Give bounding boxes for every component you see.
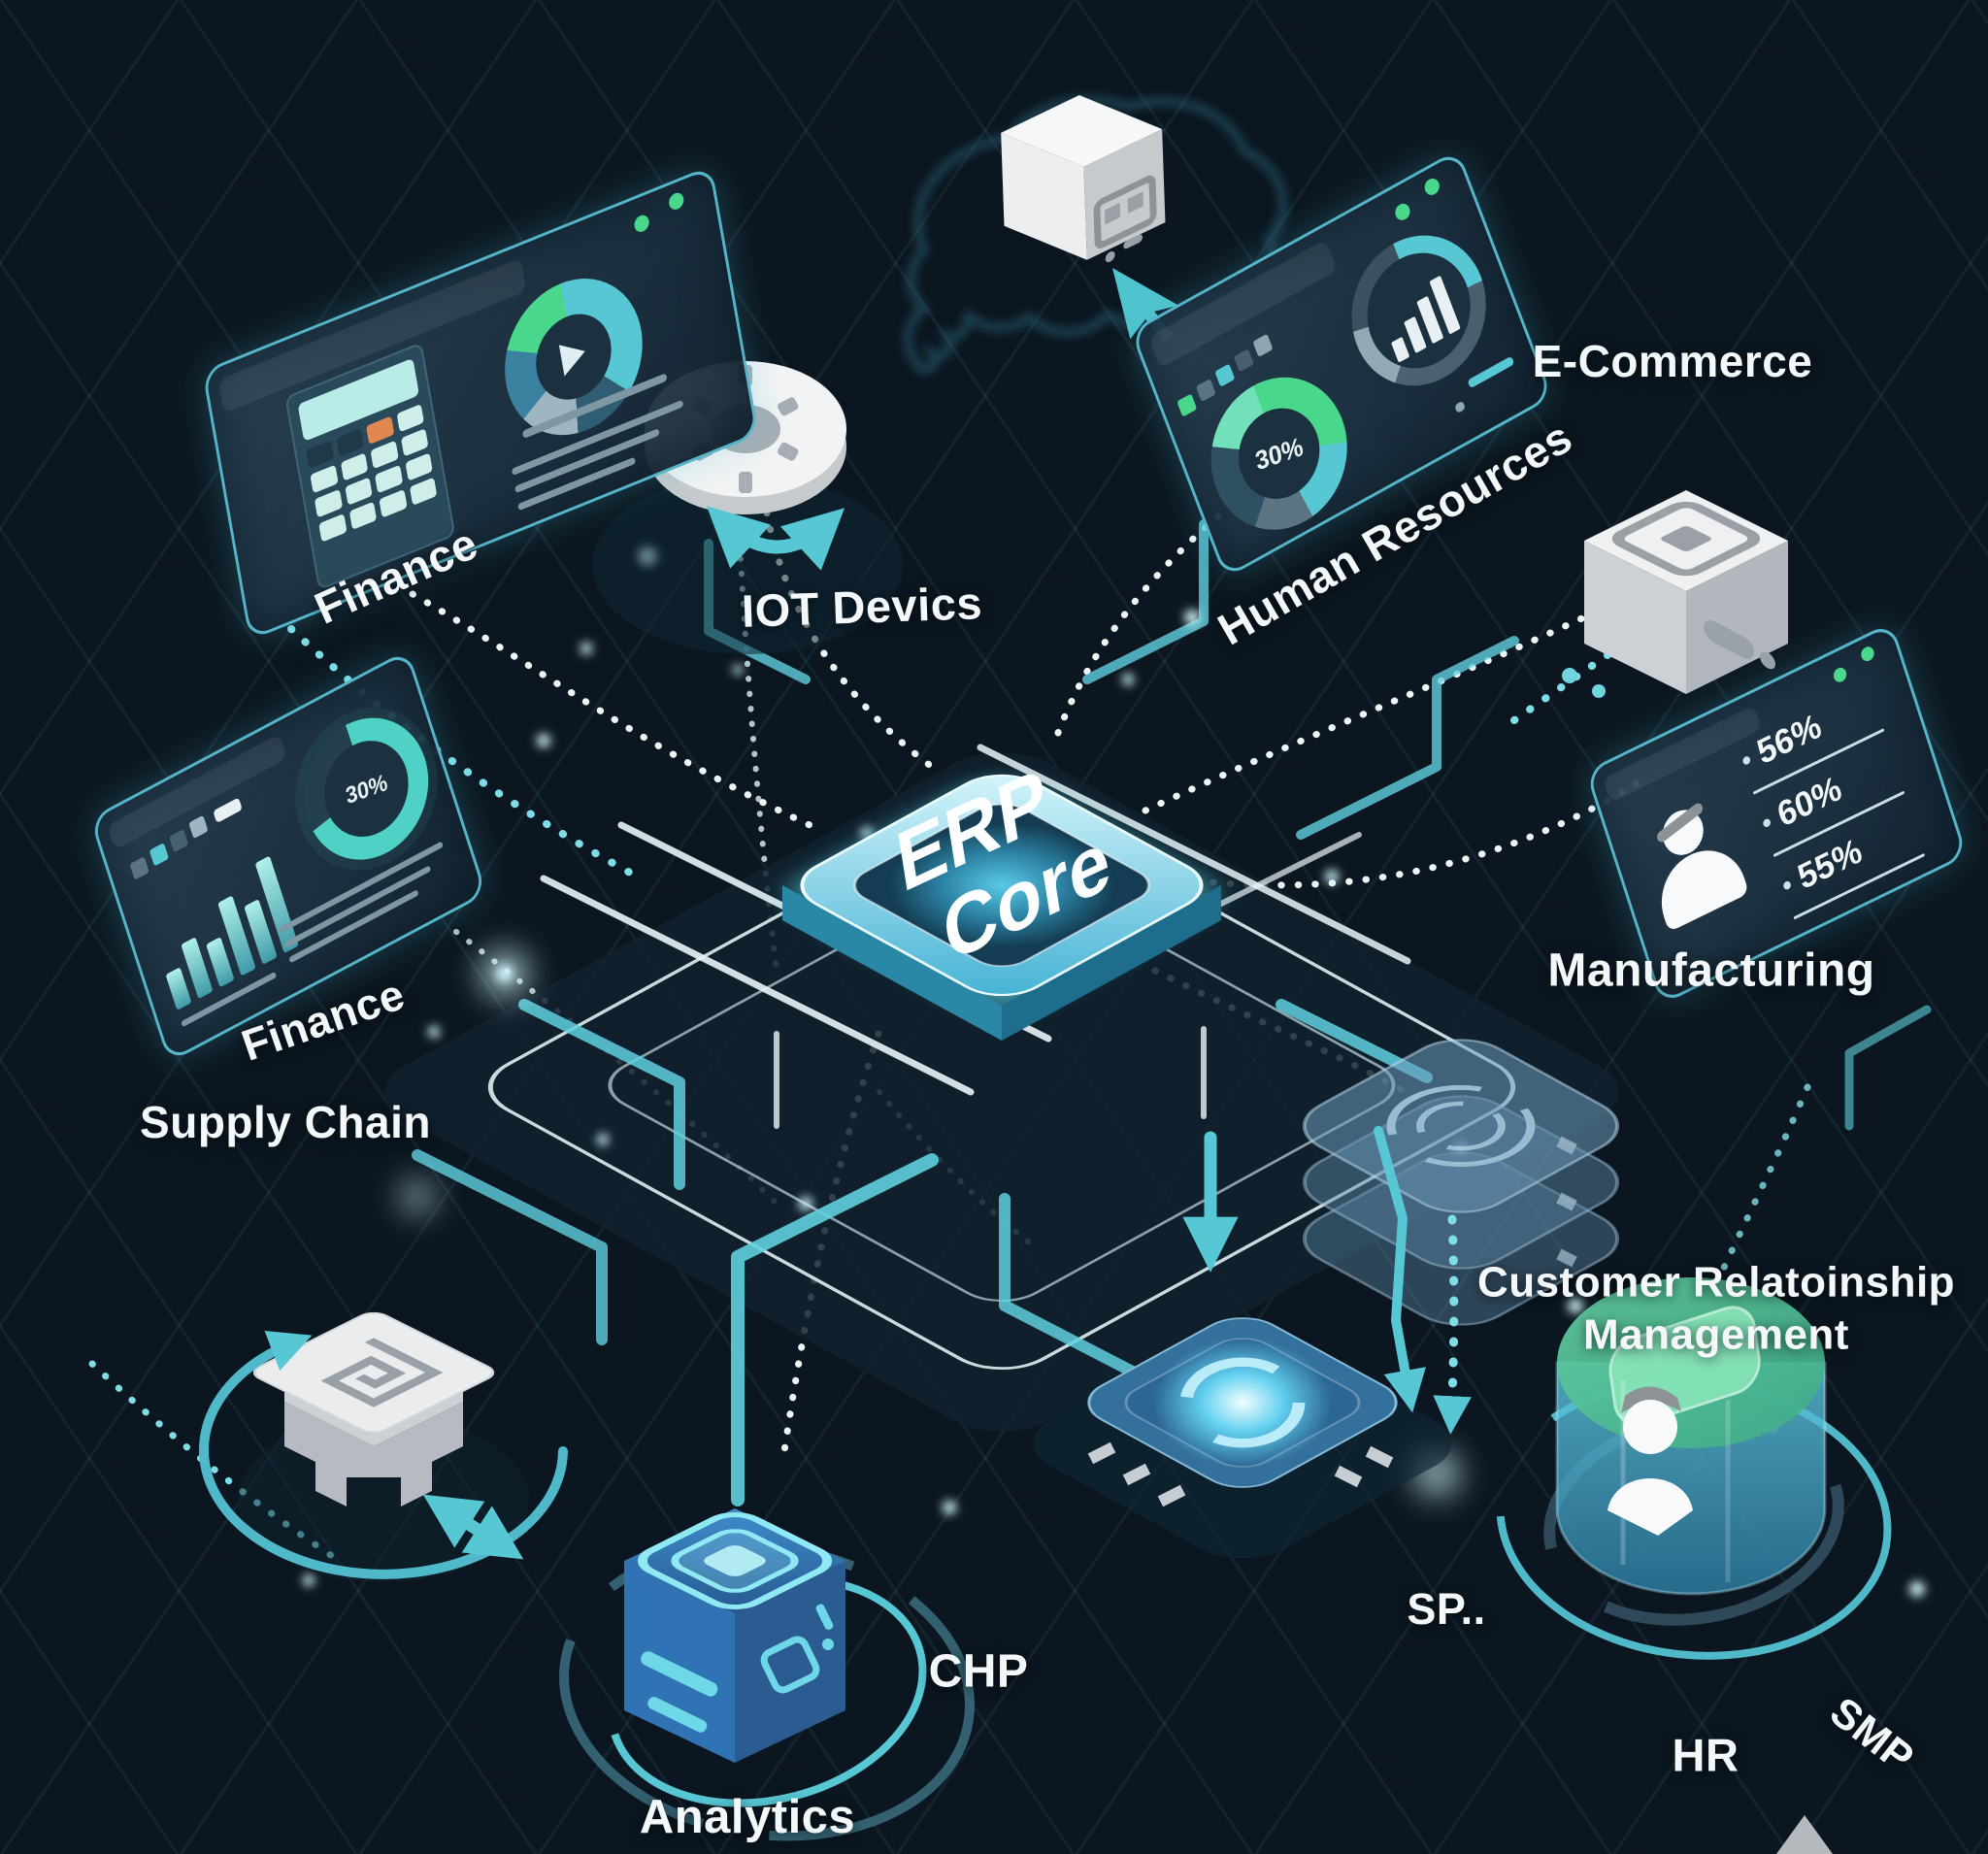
window-dot bbox=[667, 190, 685, 213]
label-hr: HR bbox=[1672, 1729, 1740, 1781]
robot-cube-icon bbox=[1562, 490, 1788, 698]
sync-double-arrow-icon bbox=[422, 1494, 524, 1560]
circular-arrow-icon bbox=[199, 1331, 568, 1579]
label-manufacturing: Manufacturing bbox=[1547, 944, 1875, 997]
ai-device-icon bbox=[1001, 94, 1166, 263]
window-dot bbox=[1422, 175, 1442, 198]
label-crm-line2: Management bbox=[1583, 1310, 1849, 1358]
rotation-arrows-icon bbox=[706, 506, 845, 571]
supply-gauge-value: 30% bbox=[343, 768, 389, 809]
label-chp: CHP bbox=[928, 1645, 1029, 1698]
clipped-triangle-shape bbox=[1776, 1815, 1833, 1854]
window-dot bbox=[1393, 200, 1412, 223]
label-supply-chain: Supply Chain bbox=[140, 1097, 431, 1147]
label-ecommerce: E-Commerce bbox=[1532, 336, 1813, 386]
erp-core-chip: ERP Core bbox=[782, 749, 1221, 1041]
label-analytics: Analytics bbox=[639, 1791, 856, 1843]
analytics-database-icon bbox=[624, 1508, 845, 1763]
label-crm: Customer Relatoinship Management bbox=[1477, 1256, 1955, 1360]
circuit-board-stack bbox=[384, 752, 1619, 1432]
window-dot bbox=[1859, 644, 1876, 664]
person-icon bbox=[1637, 792, 1750, 934]
crm-cylinder-icon bbox=[1555, 1277, 1827, 1596]
crm-person-icon bbox=[1607, 1386, 1693, 1536]
label-crm-line1: Customer Relatoinship bbox=[1476, 1258, 1956, 1307]
label-sp: SP.. bbox=[1407, 1584, 1486, 1634]
window-dot bbox=[1832, 665, 1849, 685]
window-dot bbox=[633, 213, 650, 235]
processor-chip-icon bbox=[1033, 1317, 1452, 1559]
label-iot-devices: IOT Devics bbox=[741, 577, 983, 637]
pallet-cube-icon bbox=[252, 1311, 495, 1506]
flow-arrows bbox=[1182, 1126, 1472, 1435]
